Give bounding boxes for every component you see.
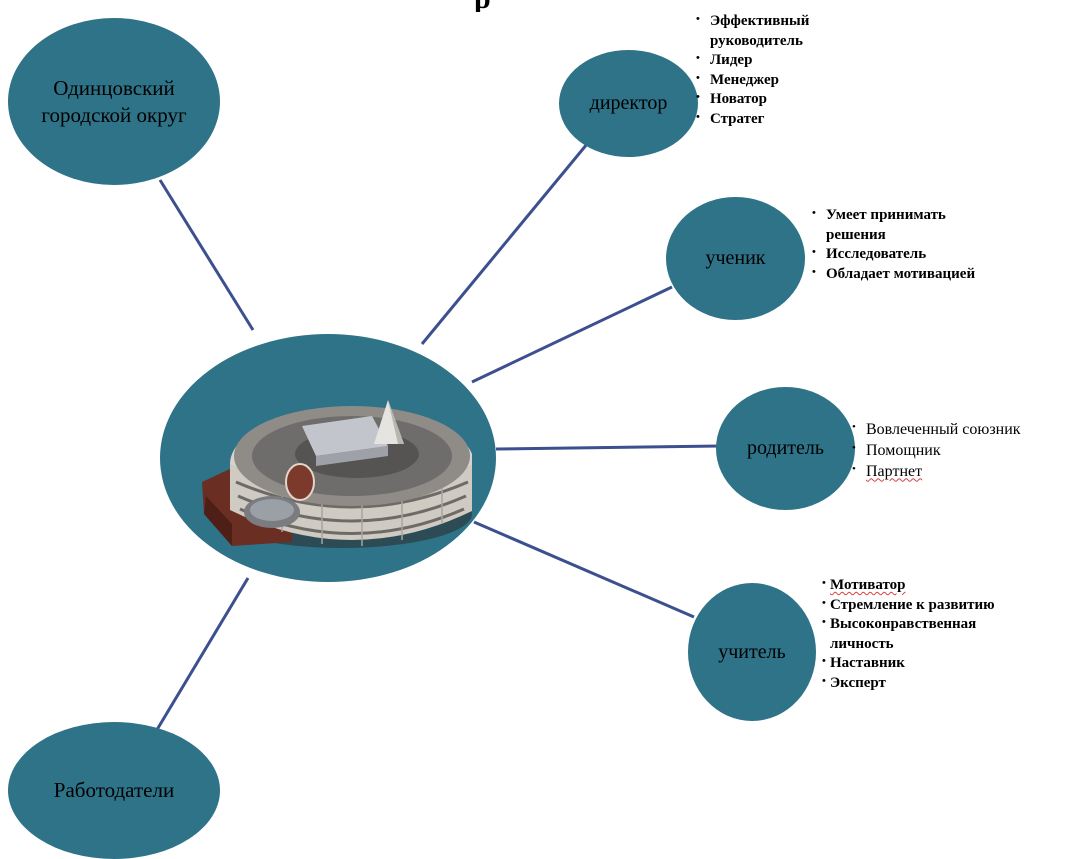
link-employers (150, 577, 250, 739)
teacher-traits-list: Мотиватор Стремление к развитию Высоконр… (822, 576, 1017, 693)
list-item: Мотиватор (822, 576, 1017, 596)
link-parent (495, 444, 721, 451)
list-item: Эффективный руководитель (694, 12, 864, 51)
link-director (420, 137, 594, 345)
list-item: Эксперт (822, 674, 1017, 694)
node-okrug-label: Одинцовский городской округ (41, 76, 187, 127)
list-item: Высоконравственная личность (822, 615, 1017, 654)
list-item: Лидер (694, 51, 864, 71)
node-director: директор (559, 50, 698, 157)
node-teacher-label: учитель (718, 640, 786, 663)
node-student-label: ученик (705, 247, 766, 269)
node-teacher: учитель (688, 583, 816, 721)
node-employers-label: Работодатели (53, 778, 175, 803)
list-item: Умеет принимать решения (810, 206, 985, 245)
list-item: Менеджер (694, 71, 864, 91)
node-parent: родитель (716, 387, 855, 510)
school-building-icon (202, 400, 472, 548)
director-traits-list: Эффективный руководитель Лидер Менеджер … (694, 12, 864, 129)
list-item: Партнет (850, 462, 1062, 483)
list-item: Помощник (850, 441, 1062, 462)
list-item-text: Партнет (866, 462, 923, 480)
link-teacher (473, 520, 695, 619)
center-node (160, 334, 496, 582)
node-okrug: Одинцовский городской округ (8, 18, 220, 185)
link-student (471, 285, 673, 384)
list-item-text: Мотиватор (830, 577, 906, 593)
parent-traits-list: Вовлеченный союзник Помощник Партнет (850, 420, 1062, 482)
node-parent-label: родитель (746, 437, 825, 459)
list-item: Исследователь (810, 245, 985, 265)
student-traits-list: Умеет принимать решения Исследователь Об… (810, 206, 985, 284)
node-employers: Работодатели (8, 722, 220, 859)
link-okrug (158, 179, 255, 331)
list-item: Стремление к развитию (822, 596, 1017, 616)
list-item: Вовлеченный союзник (850, 420, 1062, 441)
node-director-label: директор (589, 92, 668, 114)
list-item: Наставник (822, 654, 1017, 674)
clipped-title-fragment: р (474, 0, 500, 12)
node-student: ученик (666, 197, 805, 320)
list-item: Обладает мотивацией (810, 265, 985, 285)
list-item: Стратег (694, 110, 864, 130)
list-item: Новатор (694, 90, 864, 110)
